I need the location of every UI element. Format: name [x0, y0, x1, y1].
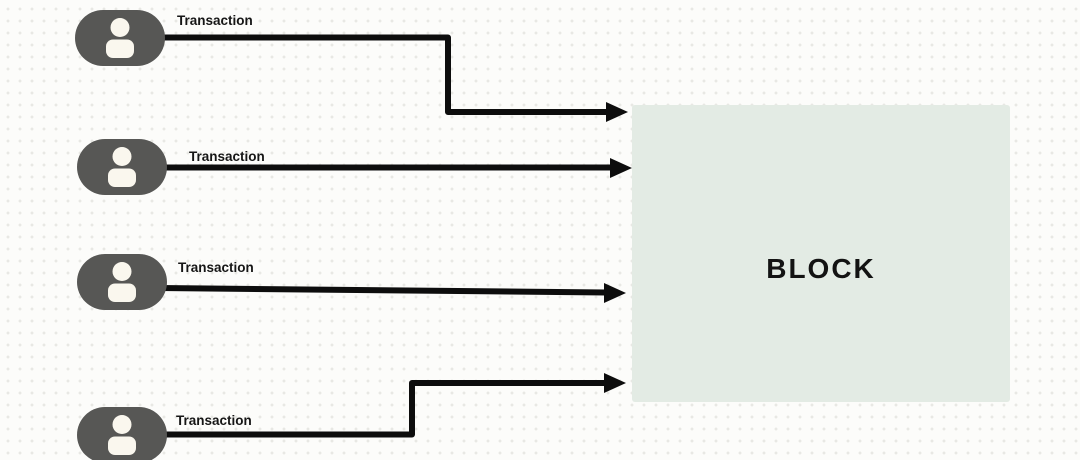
- transaction-arrow-2: [160, 158, 632, 178]
- person-icon: [108, 262, 136, 302]
- user-pill-2: [77, 139, 167, 195]
- transaction-arrow-1: [160, 34, 628, 122]
- arrowhead-icon: [610, 158, 632, 178]
- block: BLOCK: [632, 105, 1010, 402]
- user-pill-1: [75, 10, 165, 66]
- user-pill-3: [77, 254, 167, 310]
- person-icon: [106, 18, 134, 58]
- arrowhead-icon: [604, 373, 626, 393]
- person-icon: [108, 415, 136, 455]
- transaction-label-1: Transaction: [177, 13, 253, 28]
- transaction-label-2: Transaction: [189, 149, 265, 164]
- arrowhead-icon: [606, 102, 628, 122]
- user-pill-4: [77, 407, 167, 460]
- transaction-label-3: Transaction: [178, 260, 254, 275]
- arrowhead-icon: [604, 283, 626, 303]
- transaction-label-4: Transaction: [176, 413, 252, 428]
- block-label: BLOCK: [766, 252, 876, 284]
- transaction-arrow-4: [160, 373, 626, 438]
- person-icon: [108, 147, 136, 187]
- transaction-arrow-3: [159, 283, 626, 303]
